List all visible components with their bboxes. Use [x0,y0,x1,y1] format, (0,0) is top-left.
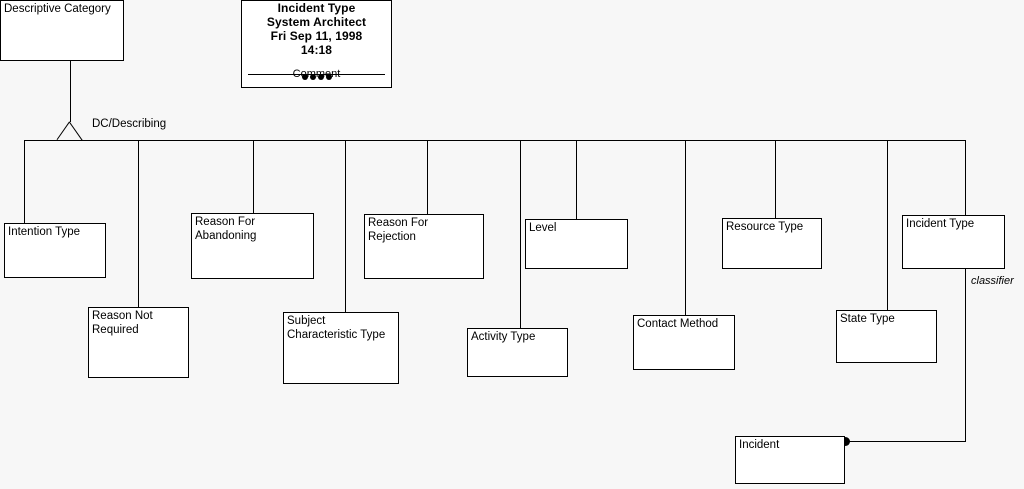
class-name-incident-type: Incident Type [906,218,975,230]
comment-dots [242,74,391,80]
generalization-triangle-left-edge [56,121,70,141]
class-box-intention-type[interactable]: Intention Type [4,223,106,278]
class-name-intention-type: Intention Type [8,226,81,238]
drop-line-contact-method [685,140,686,315]
comment-divider-line [248,74,385,75]
class-box-subject-characteristic-type[interactable]: Subject Characteristic Type [283,312,399,384]
association-end-dot [841,437,850,446]
drop-line-reason-not-required [138,140,139,307]
class-name-reason-for-rejection: Reason For Rejection [368,217,429,243]
classifier-association-vertical [965,269,966,442]
class-name-subject-characteristic-type: Subject Characteristic Type [287,315,386,341]
class-box-reason-for-rejection[interactable]: Reason For Rejection [364,214,484,279]
drop-line-resource-type [775,140,776,218]
class-box-level[interactable]: Level [525,219,628,269]
class-box-incident[interactable]: Incident [735,436,845,484]
drop-line-reason-for-rejection [427,140,428,214]
class-name-descriptive-category: Descriptive Category [4,3,111,15]
class-box-activity-type[interactable]: Activity Type [467,328,568,377]
drop-line-state-type [887,140,888,310]
generalization-stem [70,61,71,122]
class-name-activity-type: Activity Type [471,331,536,343]
drop-line-intention-type [24,140,25,223]
classifier-role-label: classifier [971,275,1014,287]
title-block-date: Fri Sep 11, 1998 [270,29,363,43]
title-block-time: 14:18 [300,43,333,57]
drop-line-level [576,140,577,219]
class-box-state-type[interactable]: State Type [836,310,937,363]
class-box-contact-method[interactable]: Contact Method [633,315,735,370]
class-name-resource-type: Resource Type [726,221,804,233]
comment-dot [301,74,308,80]
class-box-reason-for-abandoning[interactable]: Reason For Abandoning [191,213,314,279]
class-name-reason-not-required: Reason Not Required [92,310,153,336]
class-name-incident: Incident [739,439,780,451]
comment-dot [309,74,316,80]
class-name-reason-for-abandoning: Reason For Abandoning [195,216,257,242]
comment-dot [317,74,324,80]
generalization-triangle-right-edge [69,122,83,141]
comment-dot [325,74,332,80]
class-box-descriptive-category[interactable]: Descriptive Category [0,0,124,61]
class-box-incident-type[interactable]: Incident Type [902,215,1005,269]
drop-line-subject-characteristic-type [345,140,346,312]
subtype-bus-line [24,140,966,141]
title-block-name: Incident Type [277,1,356,15]
classifier-association-horizontal [845,441,966,442]
diagram-title-block: Incident Type System Architect Fri Sep 1… [241,0,392,88]
drop-line-activity-type [520,140,521,328]
class-name-contact-method: Contact Method [637,318,719,330]
class-box-reason-not-required[interactable]: Reason Not Required [88,307,189,378]
class-box-resource-type[interactable]: Resource Type [722,218,822,269]
class-name-state-type: State Type [840,313,895,325]
title-block-comment-area: Comment [242,67,391,83]
drop-line-reason-for-abandoning [253,140,254,213]
class-name-level: Level [529,222,557,234]
generalization-label: DC/Describing [92,118,167,130]
drop-line-incident-type [965,140,966,215]
title-block-tool: System Architect [266,15,367,29]
